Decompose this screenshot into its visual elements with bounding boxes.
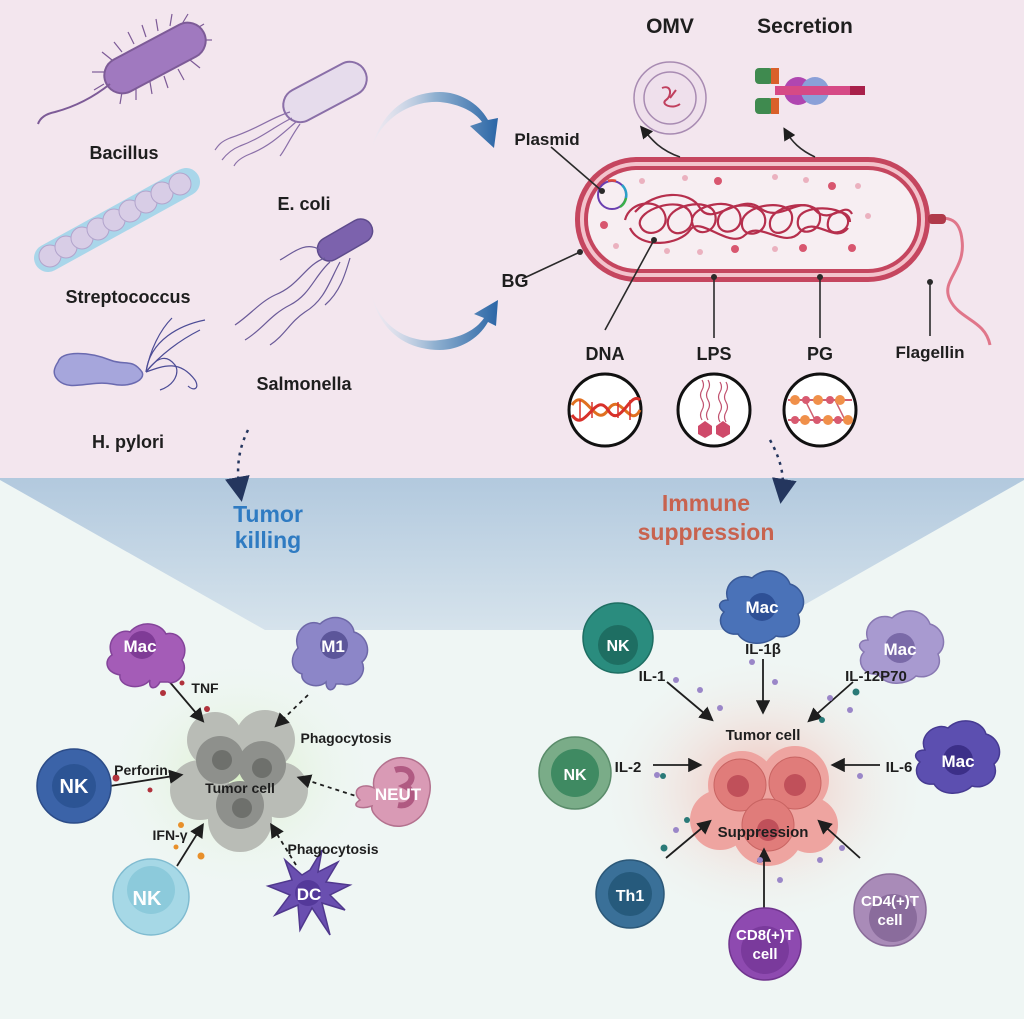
bg-label: BG: [502, 271, 529, 291]
pg-icon: [782, 372, 858, 448]
il12p70-arrow: [807, 681, 854, 723]
killing-m1-cell: [291, 616, 369, 691]
bacterium-diagram: [575, 157, 992, 346]
streptococcus-icon: [34, 168, 200, 272]
salmonella-label: Salmonella: [256, 374, 352, 394]
il1-label: IL-1: [639, 668, 666, 685]
to-tumor-killing-arrow: [225, 429, 250, 502]
immune-suppression-title-line1: Immune: [662, 490, 750, 516]
killing-neut-cell: [355, 756, 431, 827]
tumor-cell-red-icon: [690, 746, 838, 866]
killing-mac-label: Mac: [123, 637, 156, 656]
ifn-gamma-label: IFN-γ: [153, 827, 188, 843]
killing-nk-light-label: NK: [133, 888, 162, 910]
secretion-system-icon: [755, 68, 865, 114]
plasmid-label: Plasmid: [514, 130, 579, 149]
suppression-cd8-label-line1: CD8(+)T: [736, 927, 794, 944]
cd4-arrow: [817, 819, 861, 859]
bacillus-icon: [37, 13, 212, 125]
killing-mac-cell: [106, 623, 186, 689]
suppression-cd4-label-line2: cell: [877, 912, 902, 929]
suppression-mac-top-cell: [718, 570, 805, 644]
killing-nk-label: NK: [60, 776, 89, 798]
il2-label: IL-2: [615, 759, 642, 776]
secretion-label: Secretion: [757, 15, 853, 38]
suppression-nk-top-label: NK: [606, 638, 630, 655]
killing-dc-label: DC: [297, 885, 322, 904]
suppression-mac-right-cell: [914, 720, 1001, 794]
pointer-lines: [521, 146, 931, 338]
killing-m1-label: M1: [321, 637, 345, 656]
suppression-cd4-label-line1: CD4(+)T: [861, 893, 919, 910]
lps-label: LPS: [696, 344, 731, 364]
il6-label: IL-6: [886, 759, 913, 776]
tumor-killing-glow: [100, 655, 380, 895]
suppression-th1-label: Th1: [616, 888, 645, 905]
h-pylori-icon: [53, 317, 206, 391]
curved-arrow-top-icon: [372, 92, 498, 148]
streptococcus-label: Streptococcus: [65, 287, 190, 307]
mac-tnf-arrow: [167, 679, 205, 723]
suppression-th1-cell: [595, 859, 665, 929]
neut-arrow: [296, 774, 363, 799]
omv-arrow: [639, 125, 681, 158]
lps-icon: [676, 372, 752, 448]
nk-perforin-arrow: [109, 769, 184, 787]
omv-icon: [633, 61, 707, 135]
suppression-nk-top-cell: [582, 602, 654, 674]
dna-label: DNA: [586, 344, 625, 364]
phagocytosis-top-label: Phagocytosis: [300, 730, 391, 746]
killing-center-label: Tumor cell: [205, 780, 275, 796]
suppression-cd4-cell: [853, 873, 927, 947]
suppression-mac-right-top-cell: [858, 610, 945, 684]
suppression-nk-left-label: NK: [563, 767, 587, 784]
suppression-mac-right-label: Mac: [941, 752, 974, 771]
suppression-mac-right-top-label: Mac: [883, 640, 916, 659]
dna-icon: [567, 372, 643, 448]
tumor-killing-title-line1: Tumor: [233, 501, 303, 527]
nk-ifn-arrow: [176, 822, 204, 867]
bacillus-label: Bacillus: [89, 143, 158, 163]
h-pylori-label: H. pylori: [92, 432, 164, 452]
tumor-killing-title-line2: killing: [235, 527, 301, 553]
ecoli-label: E. coli: [277, 194, 330, 214]
tnf-label: TNF: [191, 680, 219, 696]
curved-arrow-bottom-icon: [372, 296, 498, 350]
pg-label: PG: [807, 344, 833, 364]
ecoli-icon: [214, 60, 368, 167]
suppression-center-bottom-label: Suppression: [718, 824, 809, 841]
suppression-center-top-label: Tumor cell: [726, 727, 801, 744]
m1-phago-arrow: [274, 694, 309, 728]
immune-suppression-title-line2: suppression: [638, 519, 775, 545]
phagocytosis-bottom-label: Phagocytosis: [287, 841, 378, 857]
il1-arrow: [666, 681, 714, 722]
omv-label: OMV: [646, 15, 694, 38]
th1-arrow: [665, 819, 712, 859]
killing-dc-cell: [265, 849, 353, 936]
killing-nk-cell: [36, 748, 112, 824]
secretion-arrow: [783, 127, 816, 158]
suppression-cd8-cell: [728, 907, 802, 981]
killing-nk-light-cell: [112, 858, 190, 936]
suppression-mac-top-label: Mac: [745, 598, 778, 617]
suppression-cd8-label-line2: cell: [752, 946, 777, 963]
il12p70-label: IL-12P70: [845, 668, 907, 685]
perforin-label: Perforin: [114, 762, 168, 778]
il1b-label: IL-1β: [745, 641, 781, 658]
killing-neut-label: NEUT: [375, 785, 422, 804]
flagellin-label: Flagellin: [896, 343, 965, 362]
suppression-nk-left-cell: [538, 736, 612, 810]
salmonella-icon: [234, 218, 374, 346]
